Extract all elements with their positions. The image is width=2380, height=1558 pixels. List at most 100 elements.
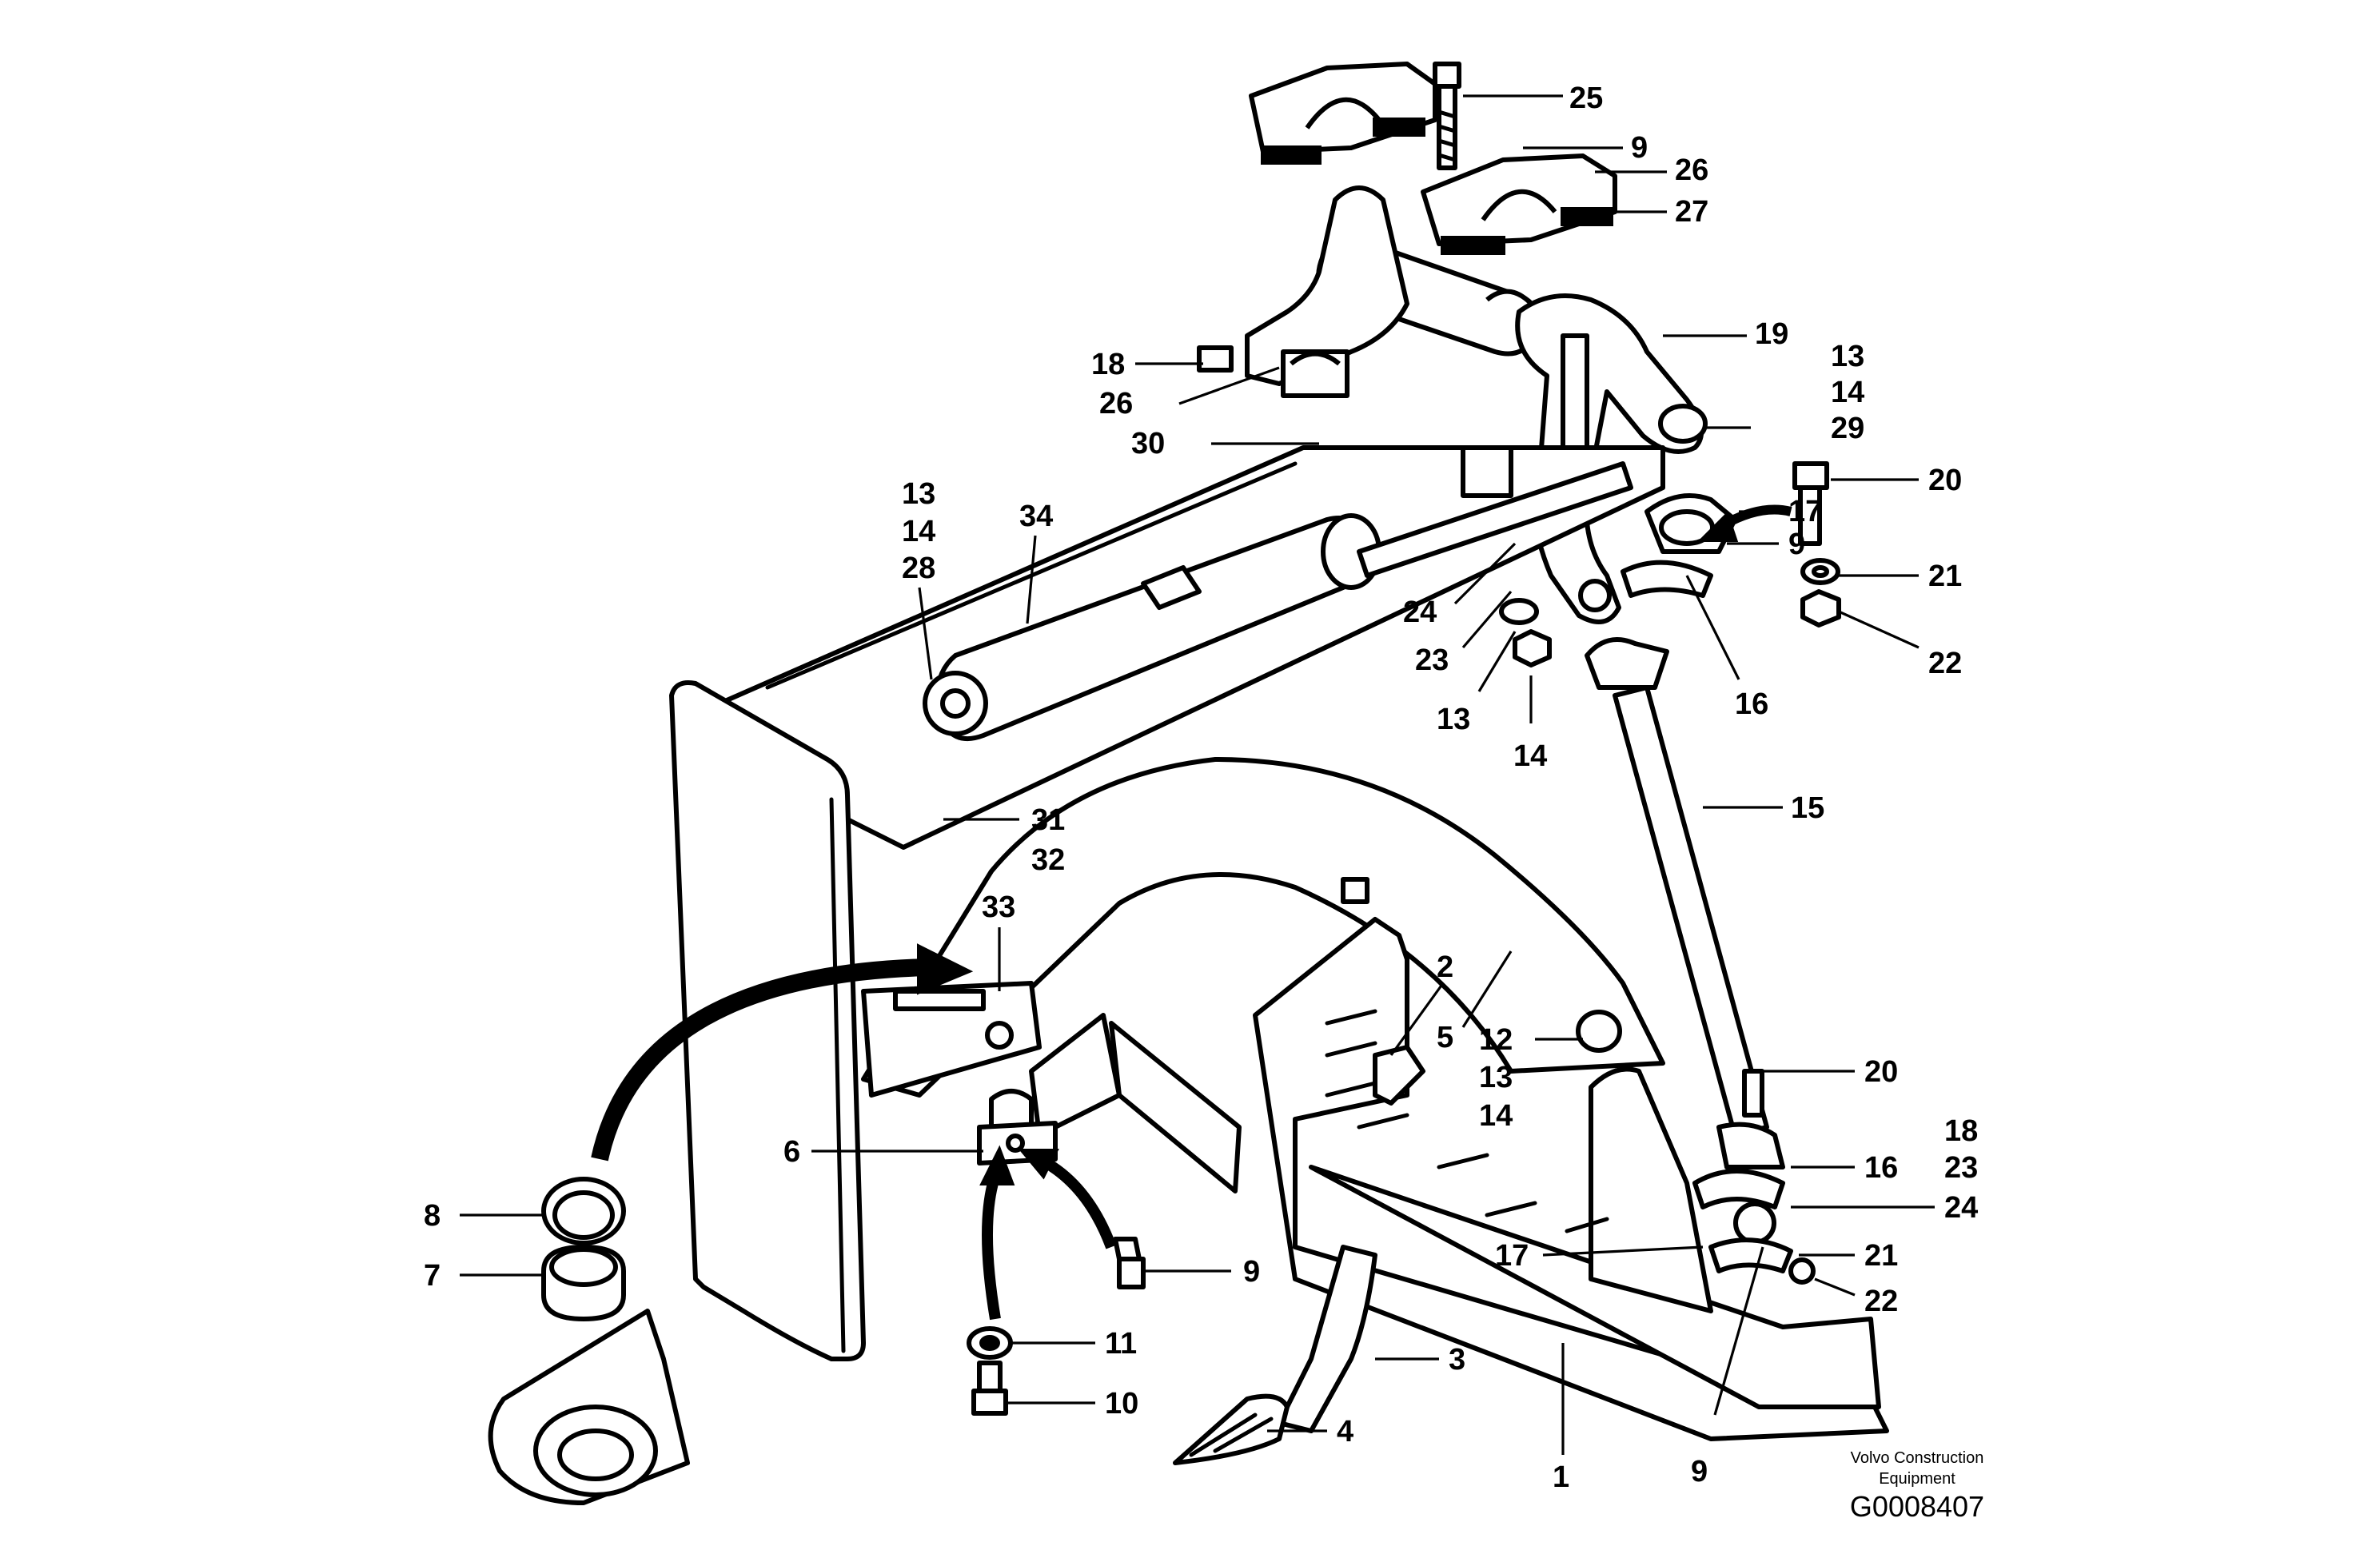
nut-14-center [1513, 629, 1552, 667]
callout-6: 6 [783, 1135, 800, 1169]
arrow-pin-to-arm [591, 943, 974, 1162]
callout-16-top: 16 [1735, 687, 1768, 721]
callout-28: 28 [902, 552, 935, 585]
callout-30: 30 [1131, 427, 1165, 460]
callout-14-mid: 14 [1479, 1099, 1513, 1133]
arm-end-bore [488, 1309, 690, 1505]
callout-23-center: 23 [1415, 644, 1449, 677]
callout-21-top: 21 [1928, 560, 1962, 593]
leader-5 [1461, 950, 1513, 1028]
callout-14-center: 14 [1513, 739, 1547, 773]
callout-17-bottom: 17 [1495, 1239, 1529, 1273]
callout-29: 29 [1831, 412, 1864, 445]
leader-2 [1389, 982, 1445, 1056]
callout-20-bottom: 20 [1864, 1055, 1898, 1089]
callout-21-bottom: 21 [1864, 1239, 1898, 1273]
callout-5: 5 [1437, 1021, 1453, 1054]
screw-10 [971, 1361, 1008, 1416]
side-strut [1029, 1013, 1242, 1193]
callout-9-top: 9 [1631, 131, 1648, 165]
nut-22-top [1800, 589, 1841, 628]
callout-22-top: 22 [1928, 647, 1962, 680]
callout-20-top: 20 [1928, 464, 1962, 497]
arrow-nipple-in [1018, 1149, 1117, 1249]
callout-22-bottom: 22 [1864, 1285, 1898, 1318]
leader-26-left [1178, 366, 1280, 405]
tie-rod [1585, 637, 1785, 1169]
callout-15: 15 [1791, 791, 1824, 825]
document-number: G0008407 [1850, 1490, 1984, 1523]
grease-nipple-9-left [1113, 1237, 1146, 1289]
callout-13-right: 13 [1831, 340, 1864, 373]
lower-ball-flange [1692, 1169, 1793, 1273]
mounting-plate [669, 680, 866, 1361]
callout-17-top: 17 [1788, 495, 1822, 528]
callout-7: 7 [424, 1259, 441, 1293]
washer-21-top [1800, 558, 1840, 585]
leader-28 [918, 587, 933, 680]
callout-11: 11 [1105, 1327, 1137, 1361]
callout-8: 8 [424, 1199, 441, 1233]
leader-17-bottom [1542, 1245, 1704, 1257]
callout-18-right: 18 [1944, 1114, 1978, 1148]
arrow-screw-up [979, 1145, 1015, 1321]
callout-23-right: 23 [1944, 1151, 1978, 1185]
callout-18-left: 18 [1091, 348, 1125, 381]
hydraulic-cylinder [923, 461, 1633, 741]
leader-34 [1026, 535, 1037, 624]
bushing-7 [541, 1245, 626, 1321]
bearing-cap-upper-right [1421, 153, 1617, 255]
bolt-33-stud [1341, 877, 1369, 904]
callout-9-bottom: 9 [1691, 1455, 1708, 1488]
curved-frame [861, 757, 1665, 1098]
washer-11 [967, 1326, 1013, 1360]
leader-22-top [1838, 610, 1920, 649]
bolt-12 [1576, 1010, 1622, 1053]
callout-10: 10 [1105, 1387, 1138, 1421]
callout-26-left: 26 [1099, 387, 1133, 420]
leader-22-bottom [1814, 1277, 1856, 1297]
callout-12: 12 [1479, 1023, 1513, 1057]
callout-2: 2 [1437, 950, 1453, 984]
callout-27: 27 [1675, 195, 1708, 229]
ripper-tooth [1173, 1393, 1290, 1465]
callout-24-center: 24 [1403, 596, 1437, 629]
callout-26-top: 26 [1675, 153, 1708, 187]
leader-13-center [1477, 631, 1517, 692]
credit-line-1: Volvo Construction [1851, 1449, 1984, 1467]
washer-13-center [1499, 598, 1539, 625]
lower-nut-22 [1788, 1257, 1816, 1285]
snap-ring-8 [541, 1177, 626, 1245]
lower-bolt-20 [1742, 1069, 1764, 1118]
callout-14-left: 14 [902, 515, 935, 548]
upper-clamp-plate [1621, 560, 1713, 598]
callout-25: 25 [1569, 82, 1603, 115]
callout-14-right: 14 [1831, 376, 1864, 409]
callout-16-bottom: 16 [1864, 1151, 1898, 1185]
leader-16-top [1685, 575, 1740, 680]
leader-9-bottom [1713, 1246, 1764, 1416]
callout-3: 3 [1449, 1343, 1465, 1377]
callout-24-right: 24 [1944, 1191, 1978, 1225]
leader-24-center [1453, 542, 1517, 605]
callout-31: 31 [1031, 803, 1065, 837]
bearing-cap-upper-left [1249, 62, 1437, 165]
callout-1: 1 [1553, 1460, 1569, 1494]
hex-bolt-20-top [1792, 461, 1829, 546]
callout-13-mid: 13 [1479, 1061, 1513, 1094]
callout-13-left: 13 [902, 477, 935, 511]
cap-bolt [1433, 62, 1461, 170]
callout-19: 19 [1755, 317, 1788, 351]
grease-nipple-18-left [1197, 345, 1234, 373]
ripper-shank [1277, 1245, 1377, 1433]
callout-32: 32 [1031, 843, 1065, 877]
leader-23-center [1461, 590, 1513, 649]
callout-34: 34 [1019, 500, 1053, 533]
credit-line-2: Equipment [1879, 1470, 1955, 1488]
callout-9-grease: 9 [1243, 1255, 1260, 1289]
mounting-bracket-left [1245, 185, 1409, 398]
callout-13-center: 13 [1437, 703, 1470, 736]
callout-4: 4 [1337, 1415, 1353, 1448]
side-arm-33 [861, 981, 1042, 1098]
